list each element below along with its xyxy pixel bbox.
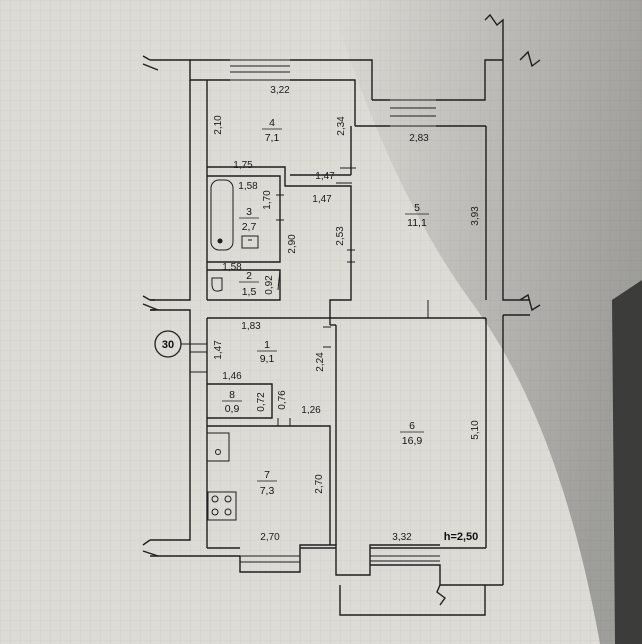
room-4-number: 4 — [269, 117, 275, 129]
room-3-number: 3 — [246, 206, 252, 218]
room-1-area: 9,1 — [260, 353, 275, 365]
dim-0-72: 0,72 — [256, 392, 267, 412]
bathtub-icon — [210, 179, 234, 251]
room-8-area: 0,9 — [225, 403, 240, 415]
dim-2-24: 2,24 — [315, 352, 326, 372]
sink-icon — [241, 235, 259, 249]
room-1-number: 1 — [264, 339, 270, 351]
dim-3-22: 3,22 — [270, 85, 290, 96]
dim-1-26: 1,26 — [301, 405, 321, 416]
dimension-labels: 3,22 2,10 2,34 2,83 1,75 1,58 1,70 1,47 … — [213, 85, 481, 543]
right-edge-shadow — [612, 280, 642, 644]
room-7-area: 7,3 — [260, 485, 275, 497]
dim-1-58-top: 1,58 — [238, 181, 258, 192]
room-2-number: 2 — [246, 270, 252, 282]
burner-icon — [211, 495, 219, 503]
dim-1-58-bottom: 1,58 — [222, 262, 242, 273]
doors — [190, 167, 429, 426]
burner-icon — [211, 508, 219, 516]
kitchen-drain-icon — [215, 449, 221, 455]
toilet-icon — [211, 277, 223, 292]
dim-1-47-hall: 1,47 — [213, 340, 224, 360]
room-2-area: 1,5 — [242, 286, 257, 298]
dim-2-53: 2,53 — [335, 226, 346, 246]
dim-2-70-vertical: 2,70 — [314, 474, 325, 494]
room-8-number: 8 — [229, 389, 235, 401]
apartment-number: 30 — [162, 339, 174, 351]
room-3-area: 2,7 — [242, 221, 257, 233]
dim-1-47-upper: 1,47 — [315, 171, 335, 182]
burner-icon — [224, 508, 232, 516]
dim-2-83: 2,83 — [409, 133, 429, 144]
room-6-area: 16,9 — [402, 435, 423, 447]
room-7-number: 7 — [264, 469, 270, 481]
room-5-number: 5 — [414, 202, 420, 214]
room-labels: 4 7,1 3 2,7 2 1,5 5 11,1 1 9,1 8 0,9 6 1… — [222, 117, 429, 497]
dim-0-92: 0,92 — [264, 275, 275, 295]
dim-1-75: 1,75 — [233, 160, 253, 171]
walls — [142, 13, 541, 616]
kitchen-sink-icon — [206, 432, 230, 462]
burner-icon — [224, 495, 232, 503]
dim-2-90: 2,90 — [287, 234, 298, 254]
dim-1-46: 1,46 — [222, 371, 242, 382]
windows — [230, 59, 440, 563]
dim-5-10: 5,10 — [470, 420, 481, 440]
dim-1-83: 1,83 — [241, 321, 261, 332]
fixtures — [206, 179, 259, 521]
stove-icon — [207, 491, 237, 521]
dim-2-70-horizontal: 2,70 — [260, 532, 280, 543]
room-5-area: 11,1 — [407, 217, 427, 229]
dim-1-47-lower: 1,47 — [312, 194, 332, 205]
dim-2-10: 2,10 — [213, 115, 224, 135]
dim-0-76: 0,76 — [277, 390, 288, 410]
bath-drain-icon — [217, 238, 223, 244]
room-4-area: 7,1 — [265, 132, 280, 144]
dim-2-34: 2,34 — [336, 116, 347, 136]
room-6-number: 6 — [409, 420, 415, 432]
dim-1-70: 1,70 — [262, 190, 273, 210]
ceiling-height-note: h=2,50 — [444, 531, 479, 543]
dim-3-32: 3,32 — [392, 532, 412, 543]
dim-3-93: 3,93 — [470, 206, 481, 226]
